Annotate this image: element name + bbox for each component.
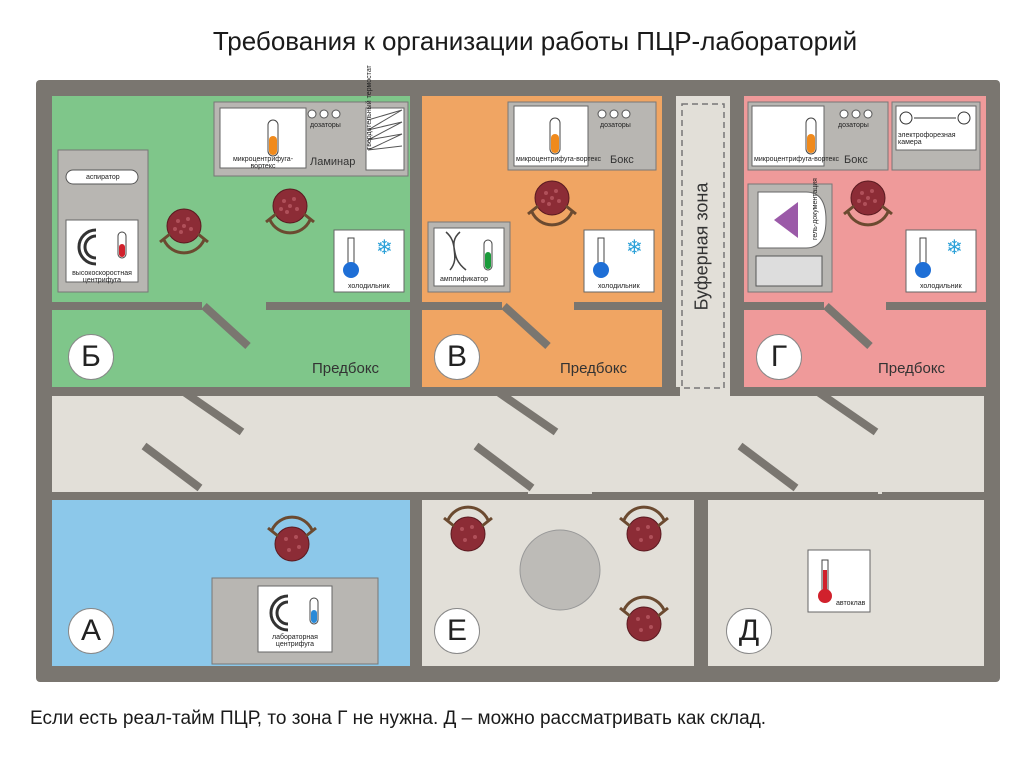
zone-v-fridge-label: холодильник bbox=[598, 283, 640, 290]
zone-b-laminar-label: Ламинар bbox=[310, 156, 356, 168]
zone-b-microcentrifuge-label: микроцентрифуга-вортекс bbox=[232, 156, 294, 170]
zone-g-geldoc-label: гель-документация bbox=[812, 178, 819, 240]
zone-b-aspirator-label: аспиратор bbox=[86, 174, 120, 181]
zone-g-box-label: Бокс bbox=[844, 154, 868, 166]
zone-a-centrifuge-label: лабораторная центрифуга bbox=[272, 634, 318, 648]
zone-g-dozatory-label: дозаторы bbox=[838, 122, 869, 129]
zone-b-fridge-label: холодильник bbox=[348, 283, 390, 290]
svg-text:❄: ❄ bbox=[626, 235, 643, 259]
zone-g-letter: Г bbox=[756, 334, 802, 380]
zone-g-microcentrifuge-label: микроцентрифуга-вортекс bbox=[754, 156, 840, 163]
footer-note: Если есть реал-тайм ПЦР, то зона Г не ну… bbox=[30, 708, 767, 729]
svg-text:❄: ❄ bbox=[376, 235, 393, 259]
zone-v-microcentrifuge-label: микроцентрифуга-вортекс bbox=[516, 156, 602, 163]
zone-d-letter: Д bbox=[726, 608, 772, 654]
zone-v-predboks-label: Предбокс bbox=[560, 360, 628, 377]
zone-g-predboks-label: Предбокс bbox=[878, 360, 946, 377]
zone-b-centrifuge-label: высокоскоростная центрифуга bbox=[72, 270, 132, 284]
zone-e-letter: Е bbox=[434, 608, 480, 654]
zone-b-dozatory-label: дозаторы bbox=[310, 122, 341, 129]
zone-b-letter: Б bbox=[68, 334, 114, 380]
floor-plan-drawing: ❄ ❄ ❄ bbox=[36, 80, 1000, 682]
page-title: Требования к организации работы ПЦР-лабо… bbox=[212, 26, 858, 56]
zone-v-box-label: Бокс bbox=[610, 154, 634, 166]
zone-v-letter: В bbox=[434, 334, 480, 380]
buffer-zone-label: Буферная зона bbox=[691, 182, 712, 311]
zone-d-autoclave-label: автоклав bbox=[836, 600, 866, 607]
zone-a-letter: А bbox=[68, 608, 114, 654]
lab-floor-plan: ❄ ❄ ❄ bbox=[36, 65, 1000, 682]
zone-v-dozatory-label: дозаторы bbox=[600, 122, 631, 129]
zone-g-fridge-label: холодильник bbox=[920, 283, 962, 290]
zone-b-predboks-label: Предбокс bbox=[312, 360, 380, 377]
zone-v-amplifier-label: амплификатор bbox=[440, 276, 489, 283]
svg-text:❄: ❄ bbox=[946, 235, 963, 259]
zone-g-electrophoresis-label: электрофорезная камера bbox=[898, 132, 956, 146]
zone-b-thermostat-label: твердотельный термостат bbox=[366, 65, 373, 150]
